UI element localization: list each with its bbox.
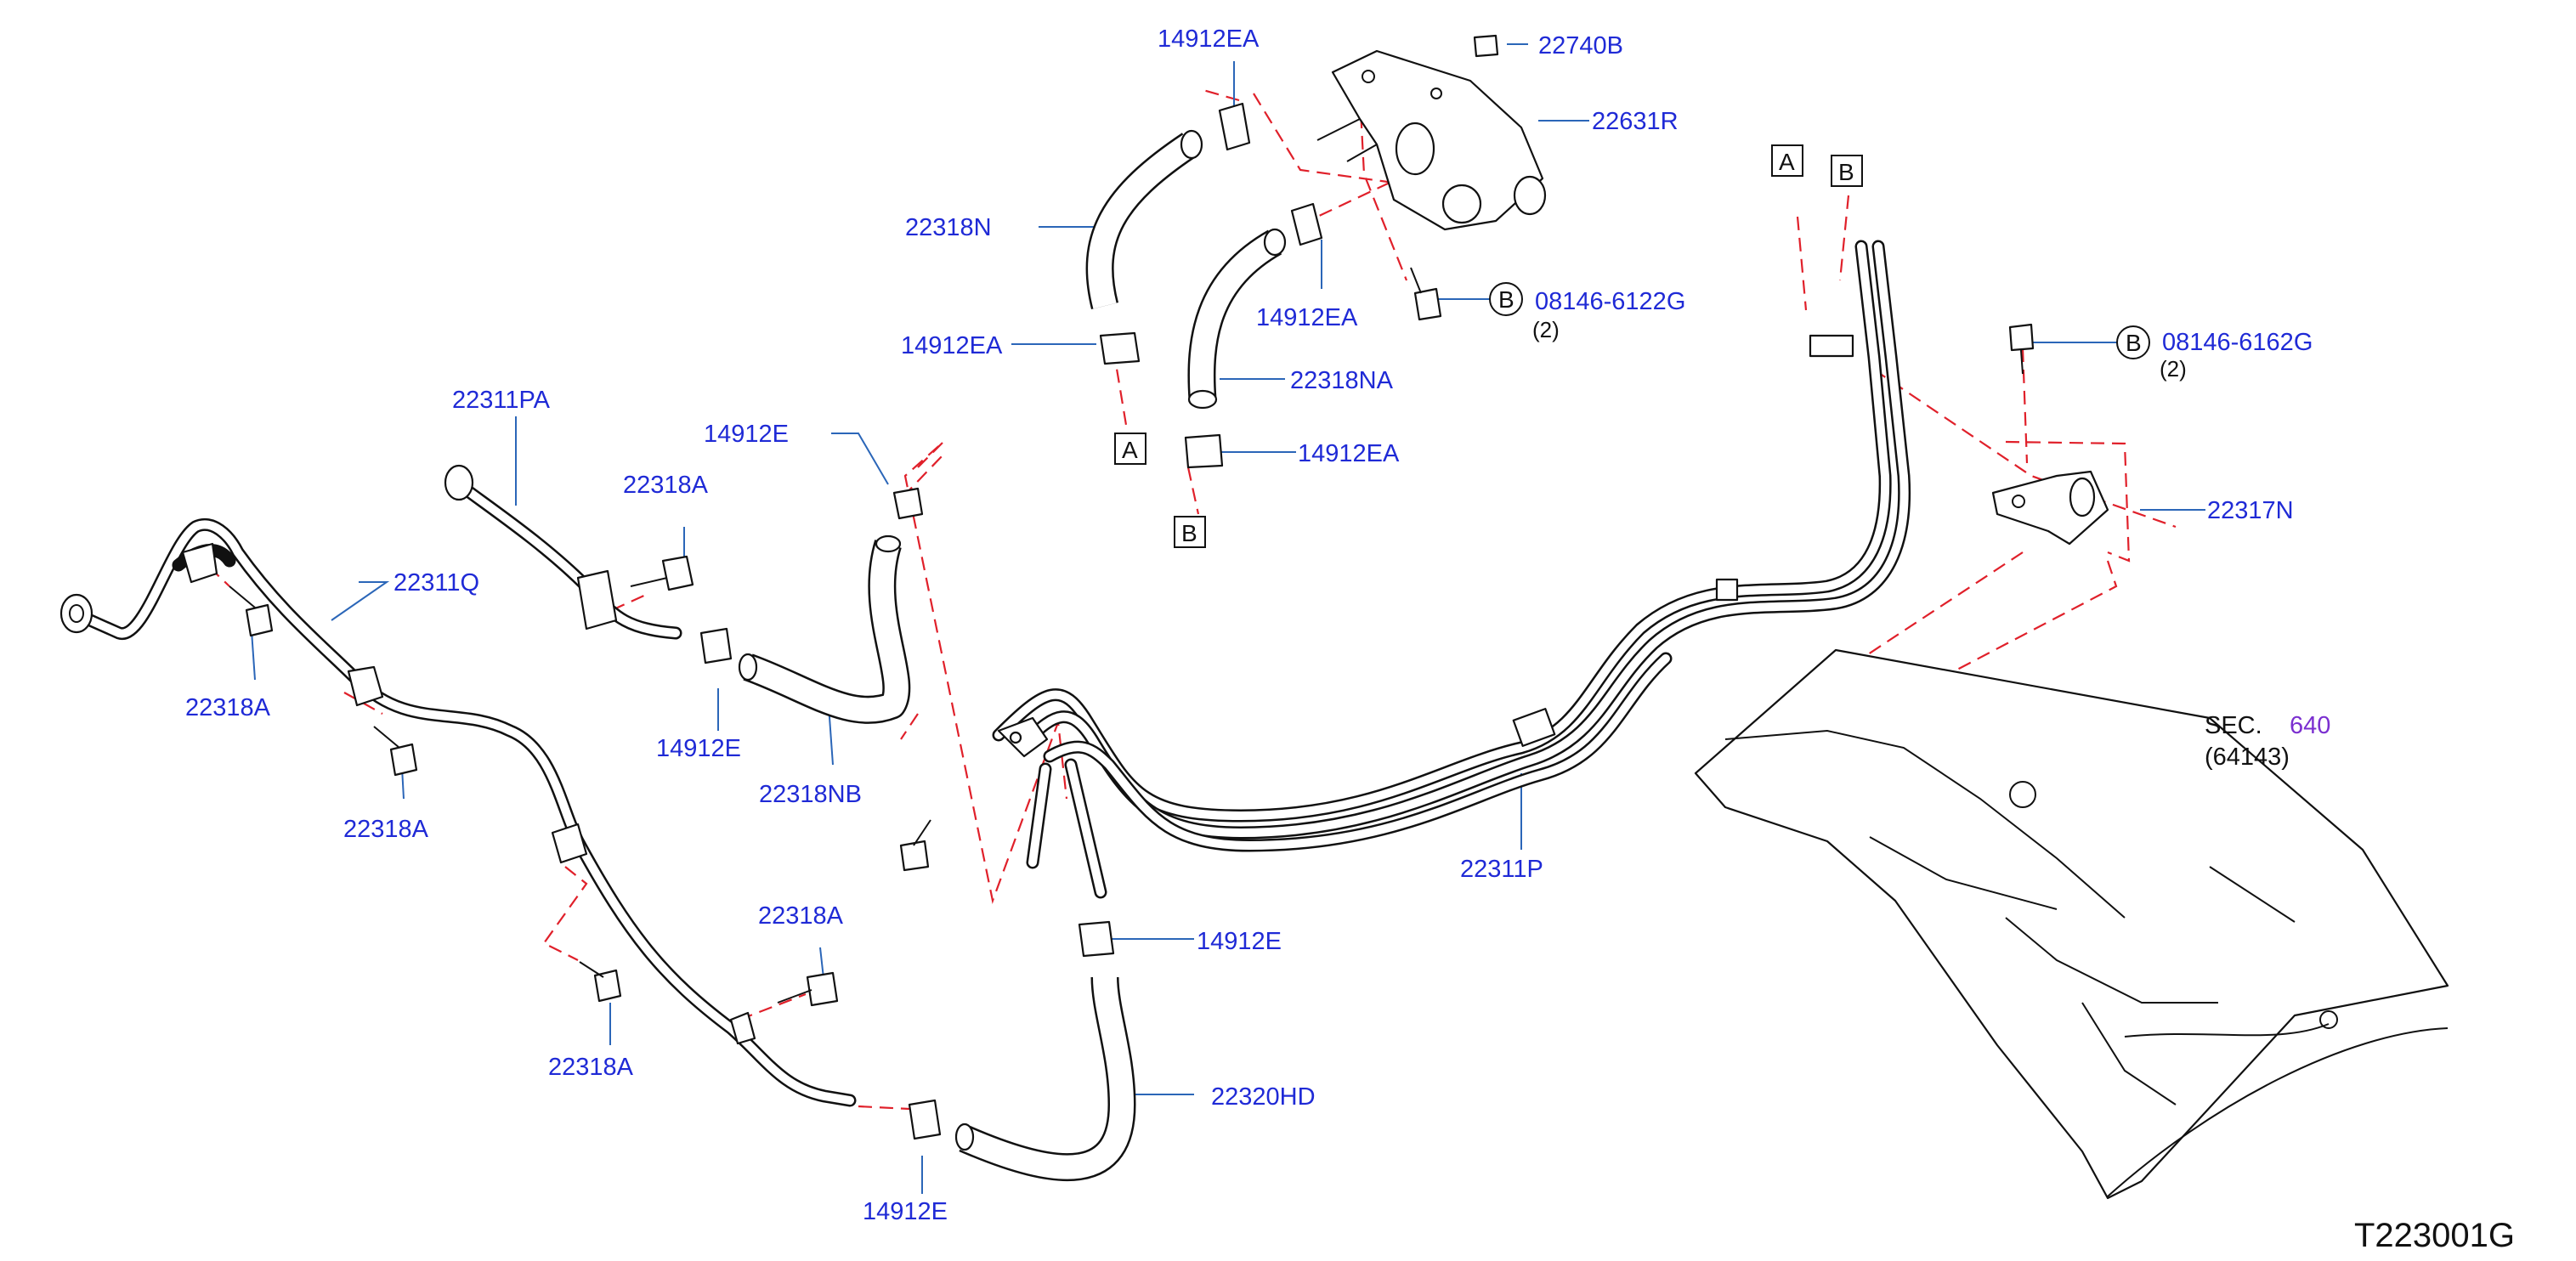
ref-box-b-right [1831,155,1863,187]
label-22318a-4: 22318A [758,902,844,930]
label-14912ea-low: 14912EA [1298,440,1400,467]
ref-box-b-right-letter: B [1838,159,1854,185]
bolts [229,34,2035,1007]
label-22740b: 22740B [1538,32,1623,59]
fuel-tube-22311pa [444,464,682,640]
diagram-code: T223001G [2354,1217,2515,1254]
label-22318na: 22318NA [1290,367,1394,394]
fuel-tube-22311p [992,240,1911,899]
body-panel-sec640 [1694,648,2449,1200]
hose-clamps [699,102,1323,1140]
label-22318nb: 22318NB [759,781,862,808]
label-14912ea-left: 14912EA [901,332,1003,359]
leader-lines [250,43,2205,1194]
label-22318a-5: 22318A [548,1054,634,1081]
ref-box-a-left-letter: A [1122,437,1138,463]
label-22318a-2: 22318A [185,694,271,721]
hoses [738,129,1287,1182]
ref-box-a-right-letter: A [1779,149,1795,175]
ref-circle-b-2 [2116,325,2150,359]
part-labels: 14912EA 22740B 22631R 22318N 14912EA 081… [185,25,2515,1254]
label-22320hd: 22320HD [1211,1083,1316,1111]
label-14912e-top: 14912E [704,421,789,448]
label-qty-6122g: (2) [1532,317,1560,342]
reference-circles: B B [1489,282,2150,359]
label-14912e-low: 14912E [1197,928,1282,955]
label-22311q: 22311Q [393,569,479,597]
ref-circle-b-1 [1489,282,1523,316]
label-14912ea-mid: 14912EA [1256,304,1358,331]
ref-box-b-left-letter: B [1181,520,1197,546]
bracket-22317n [1991,470,2109,546]
label-14912e-bottom: 14912E [863,1198,948,1225]
label-22317n: 22317N [2207,497,2294,524]
label-22311pa: 22311PA [452,387,551,414]
valve-22631r [1316,49,1547,231]
ref-box-a-right [1771,144,1803,177]
reference-boxes: A B A B [1114,144,1863,548]
ref-circle-b-2-letter: B [2126,330,2142,356]
label-22311p: 22311P [1460,856,1543,883]
ref-box-a-left [1114,433,1146,465]
label-22318a-1: 22318A [623,472,709,499]
label-22318n: 22318N [905,214,992,241]
label-22631r: 22631R [1592,108,1679,135]
label-14912e-mid: 14912E [656,735,741,762]
label-14912ea-top: 14912EA [1158,25,1260,53]
label-sec-subsection: (64143) [2205,744,2290,771]
fuel-tube-22311q [59,517,857,1107]
label-qty-6162g: (2) [2160,356,2187,382]
ref-box-b-left [1174,516,1206,548]
label-sec-number: 640 [2290,712,2330,739]
label-08146-6162g: 08146-6162G [2162,329,2313,356]
label-22318a-3: 22318A [343,816,429,843]
label-sec: SEC. [2205,712,2262,739]
label-08146-6122g: 08146-6122G [1535,288,1685,315]
ref-circle-b-1-letter: B [1498,286,1514,313]
